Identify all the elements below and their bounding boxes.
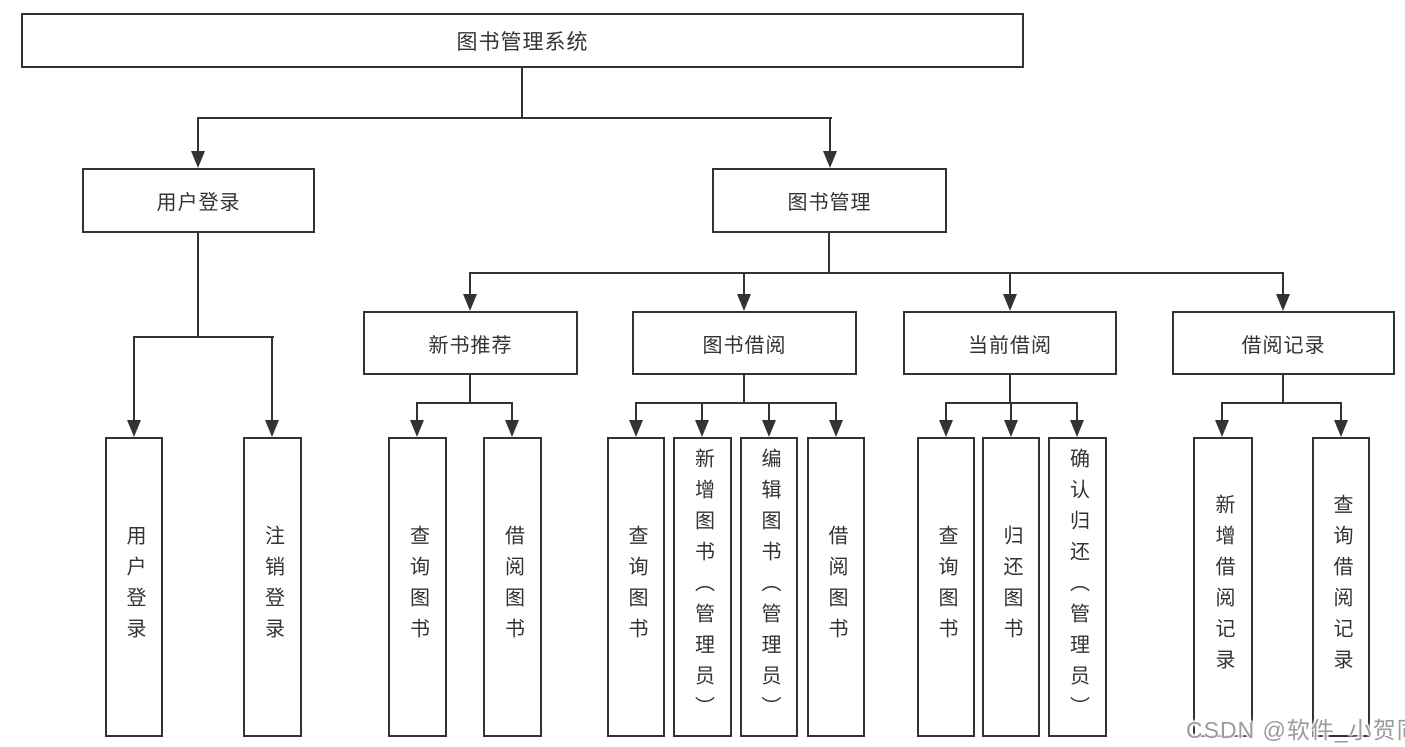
connector-line [743,272,745,296]
arrow-down-icon [939,420,953,437]
node-current-borrow: 当前借阅 [903,311,1117,375]
leaf-add-books-admin: 新增图书（管理员） [673,437,732,737]
leaf-query-books-1: 查询图书 [388,437,447,737]
connector-line [197,117,832,119]
arrow-down-icon [1276,294,1290,311]
connector-line [635,402,837,404]
connector-line [1076,402,1078,421]
arrow-down-icon [127,420,141,437]
node-root-system: 图书管理系统 [21,13,1024,68]
arrow-down-icon [191,151,205,168]
connector-line [945,402,947,421]
connector-line [511,402,513,421]
connector-line [469,272,471,296]
csdn-watermark: CSDN @软件_小贺同学 [1186,717,1405,743]
connector-line [743,375,745,404]
connector-line [829,117,831,153]
leaf-user-login: 用户登录 [105,437,163,737]
connector-line [1221,402,1223,421]
connector-line [133,336,274,338]
connector-line [416,402,513,404]
leaf-edit-books-admin: 编辑图书（管理员） [740,437,798,737]
connector-line [635,402,637,421]
connector-line [469,375,471,404]
connector-line [701,402,703,421]
leaf-return-books: 归还图书 [982,437,1040,737]
arrow-down-icon [463,294,477,311]
arrow-down-icon [629,420,643,437]
connector-line [1010,402,1012,421]
leaf-query-books-2: 查询图书 [607,437,665,737]
leaf-query-books-3: 查询图书 [917,437,975,737]
leaf-logout: 注销登录 [243,437,302,737]
connector-line [133,336,135,421]
node-borrow-records: 借阅记录 [1172,311,1395,375]
connector-line [1009,272,1011,296]
arrow-down-icon [1334,420,1348,437]
node-book-management: 图书管理 [712,168,947,233]
connector-line [1282,272,1284,296]
node-user-login: 用户登录 [82,168,315,233]
connector-line [521,68,523,118]
leaf-query-borrow-record: 查询借阅记录 [1312,437,1370,737]
arrow-down-icon [762,420,776,437]
connector-line [1221,402,1342,404]
connector-line [469,272,1284,274]
connector-line [197,233,199,338]
connector-line [768,402,770,421]
arrow-down-icon [1004,420,1018,437]
arrow-down-icon [695,420,709,437]
leaf-add-borrow-record: 新增借阅记录 [1193,437,1253,737]
connector-line [1009,375,1011,404]
arrow-down-icon [410,420,424,437]
connector-line [1282,375,1284,404]
connector-line [197,117,199,153]
connector-line [416,402,418,421]
leaf-borrow-books-1: 借阅图书 [483,437,542,737]
node-new-book-recommend: 新书推荐 [363,311,578,375]
arrow-down-icon [1003,294,1017,311]
arrow-down-icon [1215,420,1229,437]
connector-line [271,336,273,421]
arrow-down-icon [737,294,751,311]
arrow-down-icon [1070,420,1084,437]
arrow-down-icon [505,420,519,437]
connector-line [835,402,837,421]
leaf-confirm-return-admin: 确认归还（管理员） [1048,437,1107,737]
connector-line [828,233,830,274]
arrow-down-icon [265,420,279,437]
arrow-down-icon [823,151,837,168]
connector-line [1340,402,1342,421]
leaf-borrow-books-2: 借阅图书 [807,437,865,737]
node-book-borrow: 图书借阅 [632,311,857,375]
arrow-down-icon [829,420,843,437]
